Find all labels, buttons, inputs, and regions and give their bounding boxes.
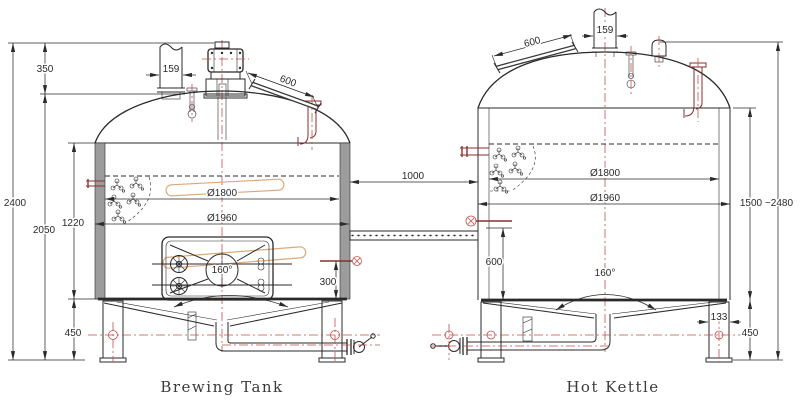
hot-kettle-cone-bottom (482, 301, 727, 319)
dim-hk-stack-diameter: 159 (597, 25, 614, 36)
dim-bt-stack-diameter: 159 (163, 64, 180, 75)
hot-kettle-drain-pipe (430, 314, 612, 355)
brewing-cone-angle-arc (173, 295, 289, 308)
brewing-tank-vent-stack (146, 43, 196, 100)
hot-kettle-manway (491, 33, 579, 74)
walkway-platform (349, 230, 479, 241)
dim-hk-shell-height: 1500 (740, 198, 763, 209)
brewing-tank-right-jacket (339, 142, 351, 300)
dim-bt-inner-diameter: Ø1800 (207, 188, 237, 199)
dim-bt-outlet-height: 300 (320, 277, 337, 288)
dim-bt-cone-angle: 160° (212, 265, 233, 276)
dim-hk-jacket-diameter: Ø1960 (590, 193, 620, 204)
dim-bt-stack-extension: 350 (37, 64, 54, 75)
brewing-tank-dome (94, 90, 351, 144)
dim-bt-shell-height: 1220 (62, 218, 85, 229)
brewing-tank-supports (88, 311, 380, 362)
hot-kettle-dome-fittings (625, 36, 707, 122)
hot-kettle-label: Hot Kettle (566, 378, 659, 396)
dim-hk-manway-length: 600 (523, 35, 542, 50)
dim-hk-leg-height: 450 (742, 328, 759, 339)
dimension-lines (8, 41, 783, 361)
brewing-tank-drain-pipe (215, 322, 380, 355)
dim-hk-cone-angle: 160° (595, 268, 616, 279)
brewing-tank-rake-drive-frame (152, 236, 292, 301)
dim-tank-spacing: 1000 (402, 171, 425, 182)
brewing-tank-rake-arms (162, 178, 307, 269)
hot-kettle-supports (432, 315, 742, 362)
dim-bt-leg-height: 450 (65, 328, 82, 339)
brewing-tank-label: Brewing Tank (160, 378, 283, 396)
brewing-tank-left-jacket (94, 142, 106, 300)
handwheel-icon (170, 255, 188, 273)
brewing-tank-manway (245, 70, 322, 114)
dim-bt-manway-length: 600 (278, 74, 298, 90)
hot-kettle-legs (477, 301, 733, 363)
brewing-tank (86, 40, 380, 363)
hot-kettle (430, 8, 742, 363)
brewing-tank-spray-balls (107, 176, 152, 224)
dim-hk-side-nozzle-height: 600 (486, 257, 503, 268)
brewing-tank-cone-bottom (103, 301, 343, 327)
hot-kettle-vent-stack (582, 8, 628, 57)
hot-kettle-side-nozzles (460, 146, 512, 227)
hot-kettle-spray-balls (489, 145, 536, 194)
dim-hk-inner-diameter: Ø1800 (590, 168, 620, 179)
dim-bt-height-to-stack-base: 2050 (33, 225, 56, 236)
kettle-cone-angle-arc (555, 294, 657, 311)
dim-bt-overall-height: 2400 (4, 198, 27, 209)
dim-bt-jacket-diameter: Ø1960 (207, 213, 237, 224)
dim-hk-leg-width: 133 (711, 312, 728, 323)
brewing-tank-side-nozzle (86, 179, 105, 188)
dim-hk-overall-height: ~2480 (765, 198, 794, 209)
handwheel-icon (170, 277, 188, 295)
brewing-tank-agitator-motor (202, 41, 249, 140)
